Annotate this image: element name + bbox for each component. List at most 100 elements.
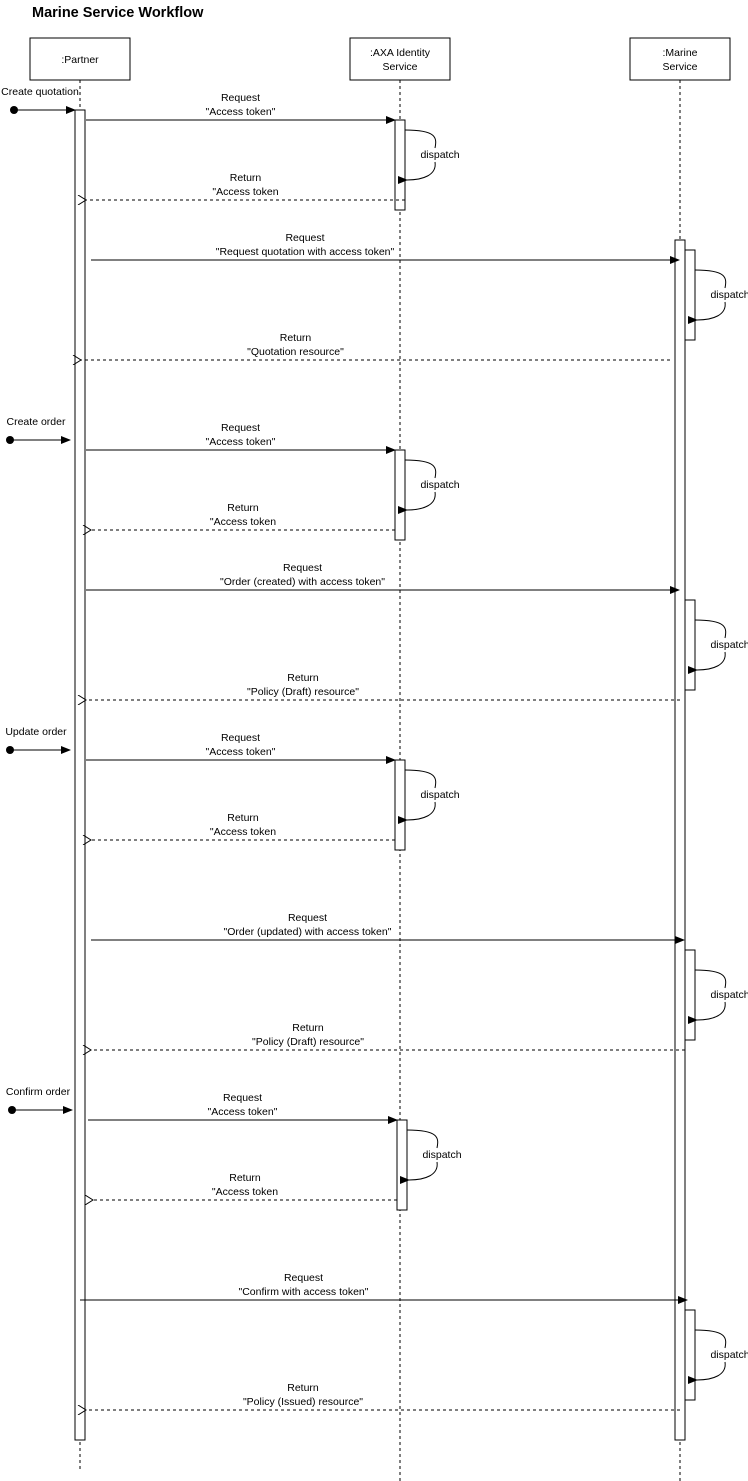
trigger-label: Confirm order (6, 1086, 71, 1098)
message-label-line: Return (280, 332, 312, 344)
message-return: Return"Quotation resource" (81, 332, 670, 360)
self-call-curve-top (694, 1329, 727, 1349)
self-call-curve-top (404, 769, 437, 789)
message-label-line: Return (230, 172, 262, 184)
self-call-label-line: dispatch (710, 639, 748, 651)
message-label: Return "Access token (212, 1172, 278, 1198)
message-label-line: Request (221, 422, 260, 434)
self-call-curve-top (406, 1129, 439, 1149)
participant-partner: :Partner (29, 37, 131, 81)
message-label-line: Request (285, 232, 324, 244)
message-return: Return"Access token (91, 502, 395, 530)
message-request: Request"Confirm with access token" (80, 1272, 688, 1304)
message-label-line: Request (288, 912, 327, 924)
message-label-line: "Request quotation with access token" (216, 246, 395, 258)
self-call-arrow (397, 161, 436, 185)
trigger-label: Update order (5, 726, 67, 738)
self-call-label-line: dispatch (420, 479, 459, 491)
message-label: Return "Policy (Draft) resource" (247, 672, 359, 698)
participant-label: :Partner (61, 54, 99, 66)
self-call-label-line: dispatch (420, 149, 459, 161)
trigger-label-line: Create order (7, 416, 66, 428)
participant-label-line: :AXA Identity (370, 47, 431, 59)
message-label: Request"Order (created) with access toke… (220, 562, 385, 588)
participant-label-line: Service (662, 61, 697, 73)
self-call-arrow (687, 301, 726, 325)
trigger-label: Create quotation (1, 86, 79, 98)
self-call-identity: dispatch (397, 129, 460, 185)
self-call-identity: dispatch (397, 459, 460, 515)
trigger-label-line: Create quotation (1, 86, 79, 98)
message-label-line: Return (229, 1172, 261, 1184)
message-label-line: "Confirm with access token" (239, 1286, 369, 1298)
message-label: Return"Quotation resource" (247, 332, 344, 358)
message-label: Return "Access token (212, 172, 278, 198)
self-call-arrow (687, 651, 726, 675)
message-request: Request"Access token" (86, 732, 396, 764)
message-request: Request "Request quotation with access to… (91, 232, 680, 264)
message-label-line: "Policy (Issued) resource" (243, 1396, 363, 1408)
self-call-marine: dispatch (687, 269, 748, 325)
message-label-line: "Access token (210, 516, 276, 528)
self-call-label-line: dispatch (710, 989, 748, 1001)
message-label: Request"Access token" (206, 422, 276, 448)
self-call-label: dispatch (422, 1149, 461, 1161)
message-label: Request "Order (updated) with access toke… (224, 912, 392, 938)
message-label-line: Request (221, 732, 260, 744)
activation-bar-identity (394, 449, 406, 541)
self-call-label: dispatch (710, 639, 748, 651)
self-call-curve-top (404, 459, 437, 479)
message-return: Return"Policy (Issued) resource" (86, 1382, 680, 1410)
self-call-arrow (687, 1361, 726, 1385)
message-label: Request"Confirm with access token" (239, 1272, 369, 1298)
message-label-line: Request (223, 1092, 262, 1104)
message-label: Request "Request quotation with access to… (216, 232, 395, 258)
self-call-label: dispatch (710, 1349, 748, 1361)
message-label: Request "Access token" (206, 92, 276, 118)
diagram-title: Marine Service Workflow (32, 5, 204, 21)
message-label-line: "Access token (212, 186, 278, 198)
message-label-line: Request (221, 92, 260, 104)
message-request: Request "Order (updated) with access toke… (91, 912, 685, 944)
activation-bar-marine (684, 949, 696, 1041)
self-call-label: dispatch (710, 989, 748, 1001)
message-label-line: "Access token" (206, 106, 276, 118)
message-request: Request"Access token" (86, 422, 396, 454)
message-return: Return"Access token (91, 812, 395, 840)
self-call-label: dispatch (420, 149, 459, 161)
activation-bar-marine (684, 249, 696, 341)
self-call-marine: dispatch (687, 619, 748, 675)
trigger-label-line: Update order (5, 726, 67, 738)
activation-bar-marine (684, 599, 696, 691)
activation-bar-identity (394, 119, 406, 211)
message-label-line: Return (287, 672, 319, 684)
self-call-marine: dispatch (687, 1329, 748, 1385)
self-call-curve-top (404, 129, 437, 149)
trigger-label-line: Confirm order (6, 1086, 71, 1098)
self-call-arrow (397, 801, 436, 825)
self-call-label: dispatch (420, 479, 459, 491)
message-label: Request"Access token" (206, 732, 276, 758)
message-request: Request"Access token" (88, 1092, 398, 1124)
message-return: Return "Access token (86, 172, 405, 200)
self-call-label: dispatch (420, 789, 459, 801)
self-call-label-line: dispatch (710, 289, 748, 301)
message-label-line: "Access token (212, 1186, 278, 1198)
self-call-curve-top (694, 619, 727, 639)
message-request: Request "Access token" (86, 92, 396, 124)
message-label-line: "Policy (Draft) resource" (247, 686, 359, 698)
trigger-create-quotation: Create quotation (1, 86, 79, 114)
trigger-label: Create order (7, 416, 66, 428)
self-call-marine: dispatch (687, 969, 748, 1025)
message-label: Request"Access token" (208, 1092, 278, 1118)
trigger-confirm-order: Confirm order (6, 1086, 73, 1114)
self-call-label-line: dispatch (422, 1149, 461, 1161)
participant-box (349, 37, 451, 81)
message-label-line: Return (292, 1022, 324, 1034)
message-label-line: "Order (updated) with access token" (224, 926, 392, 938)
self-call-label: dispatch (710, 289, 748, 301)
